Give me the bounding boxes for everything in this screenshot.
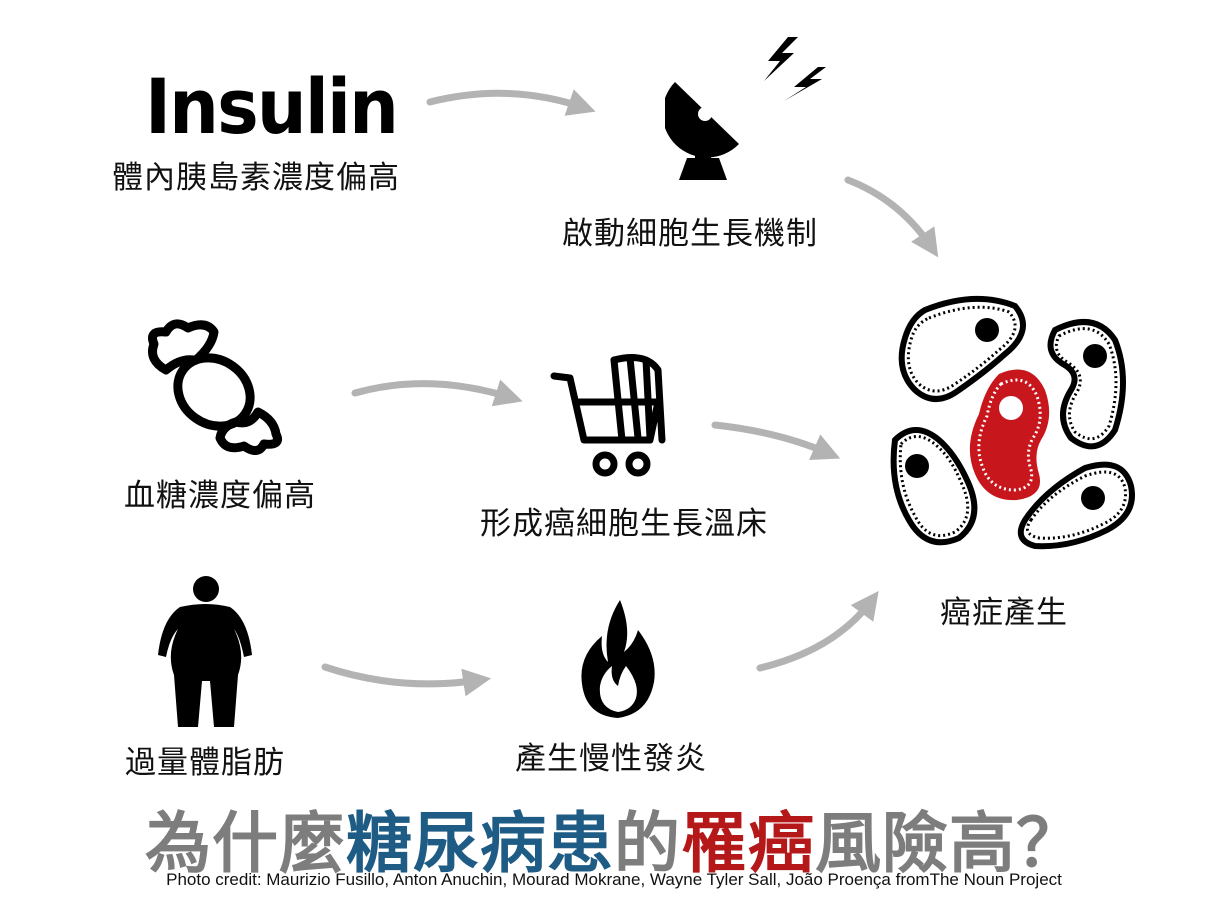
page-title: 為什麼糖尿病患的罹癌風險高？ (0, 790, 1228, 886)
arrow-growth-to-cancer (844, 176, 939, 258)
inflammation-label: 產生慢性發炎 (515, 741, 707, 777)
title-part-risk: 風險高？ (815, 805, 1083, 882)
insulin-label: 體內胰島素濃度偏高 (112, 160, 400, 196)
arrow-insulin-to-growth (426, 89, 596, 116)
lightning-icon (764, 37, 826, 101)
title-part-diabetes: 糖尿病患 (346, 805, 614, 882)
cancer-cells-icon (890, 295, 1135, 550)
title-part-cancer: 罹癌 (681, 805, 815, 882)
growth-label: 啟動細胞生長機制 (562, 216, 818, 252)
arrow-inflammation-to-cancer (756, 590, 879, 672)
cancer-label: 癌症產生 (940, 595, 1068, 631)
title-part-why: 為什麼 (145, 805, 346, 882)
overweight-person-icon (158, 576, 252, 727)
photo-credit: Photo credit: Maurizio Fusillo, Anton An… (166, 870, 1062, 889)
fat-label: 過量體脂肪 (125, 745, 285, 781)
satellite-dish-icon (665, 82, 739, 180)
candy-icon (148, 319, 282, 455)
title-part-of: 的 (614, 805, 681, 882)
arrow-fat-to-inflammation (321, 663, 492, 697)
fire-icon (581, 600, 655, 718)
incubator-label: 形成癌細胞生長溫床 (480, 506, 768, 542)
sugar-label: 血糖濃度偏高 (124, 478, 316, 514)
arrow-sugar-to-incubator (351, 379, 523, 407)
arrow-incubator-to-cancer (711, 421, 841, 461)
insulin-heading: Insulin (145, 62, 399, 151)
stroller-icon (550, 354, 666, 477)
